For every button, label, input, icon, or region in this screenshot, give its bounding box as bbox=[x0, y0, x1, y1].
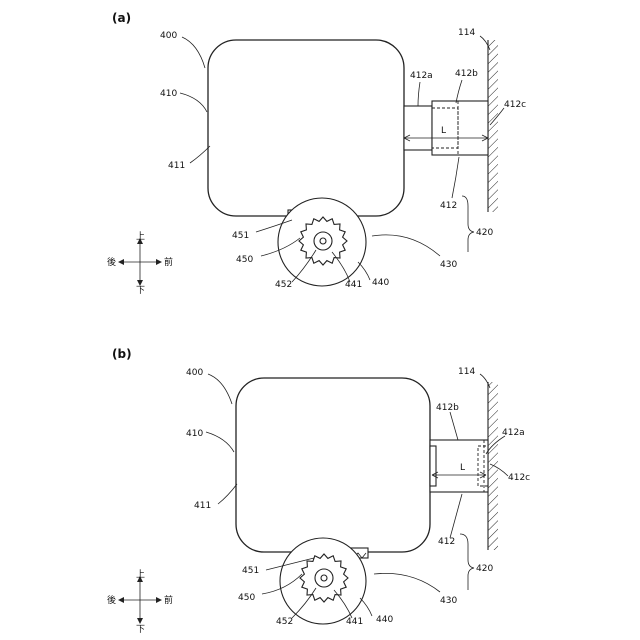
length-label: L bbox=[460, 463, 465, 473]
label-412b: 412b bbox=[436, 403, 459, 413]
gear bbox=[300, 554, 348, 602]
leader-411 bbox=[218, 484, 237, 504]
leader-410 bbox=[206, 432, 234, 452]
rod bbox=[430, 446, 436, 486]
label-452: 452 bbox=[276, 617, 293, 627]
gear bbox=[299, 217, 347, 265]
leader-412 bbox=[450, 494, 462, 538]
main-body bbox=[208, 40, 404, 216]
leader-412a bbox=[418, 82, 420, 106]
figure-a-caption: (a) bbox=[112, 11, 131, 25]
wall-hatching bbox=[488, 382, 498, 550]
label-450: 450 bbox=[238, 593, 255, 603]
leader-400 bbox=[208, 374, 232, 404]
sleeve bbox=[430, 440, 488, 492]
brace-420 bbox=[460, 534, 474, 590]
figure-a: (a) L bbox=[107, 11, 526, 296]
leader-412b bbox=[450, 412, 458, 440]
label-420: 420 bbox=[476, 564, 493, 574]
label-114: 114 bbox=[458, 367, 475, 377]
label-410: 410 bbox=[160, 89, 177, 99]
compass-front: 前 bbox=[164, 594, 173, 606]
label-411: 411 bbox=[194, 501, 211, 511]
figure-b: (b) L bbox=[107, 347, 530, 635]
leader-430 bbox=[372, 235, 440, 256]
figure-b-caption: (b) bbox=[112, 347, 132, 361]
label-400: 400 bbox=[186, 368, 203, 378]
label-440: 440 bbox=[376, 615, 393, 625]
label-452: 452 bbox=[275, 280, 292, 290]
label-411: 411 bbox=[168, 161, 185, 171]
label-430: 430 bbox=[440, 260, 457, 270]
compass-back: 後 bbox=[107, 256, 116, 268]
rod bbox=[404, 106, 432, 150]
label-412c: 412c bbox=[504, 100, 526, 110]
label-400: 400 bbox=[160, 31, 177, 41]
brace-420 bbox=[462, 196, 474, 252]
label-430: 430 bbox=[440, 596, 457, 606]
label-441: 441 bbox=[346, 617, 363, 627]
direction-compass: 上 下 後 前 bbox=[107, 231, 173, 296]
label-412a: 412a bbox=[502, 428, 525, 438]
label-412b: 412b bbox=[455, 69, 478, 79]
label-450: 450 bbox=[236, 255, 253, 265]
label-440: 440 bbox=[372, 278, 389, 288]
leader-430 bbox=[374, 573, 440, 592]
compass-down: 下 bbox=[136, 286, 145, 296]
label-410: 410 bbox=[186, 429, 203, 439]
length-label: L bbox=[441, 126, 446, 136]
main-body bbox=[236, 378, 430, 552]
label-114: 114 bbox=[458, 28, 475, 38]
label-412a: 412a bbox=[410, 71, 433, 81]
compass-up: 上 bbox=[136, 231, 145, 242]
label-451: 451 bbox=[242, 566, 259, 576]
label-441: 441 bbox=[345, 280, 362, 290]
leader-412b bbox=[456, 80, 462, 103]
label-451: 451 bbox=[232, 231, 249, 241]
label-412: 412 bbox=[440, 201, 457, 211]
compass-back: 後 bbox=[107, 594, 116, 606]
compass-up: 上 bbox=[136, 569, 145, 580]
wall-hatching bbox=[488, 40, 498, 212]
label-420: 420 bbox=[476, 228, 493, 238]
leader-410 bbox=[180, 93, 207, 112]
leader-400 bbox=[182, 37, 205, 68]
label-412: 412 bbox=[438, 537, 455, 547]
compass-down: 下 bbox=[136, 625, 145, 635]
leader-411 bbox=[190, 146, 210, 163]
direction-compass: 上 下 後 前 bbox=[107, 569, 173, 635]
leader-412 bbox=[452, 157, 459, 198]
compass-front: 前 bbox=[164, 256, 173, 268]
label-412c: 412c bbox=[508, 473, 530, 483]
